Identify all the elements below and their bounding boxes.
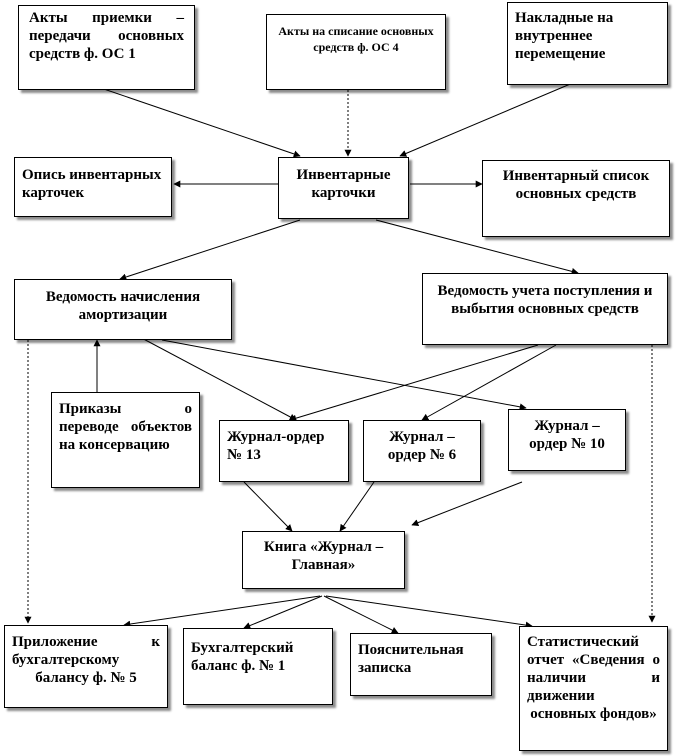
general-ledger-label: Книга «Журнал – Главная» (263, 539, 384, 573)
balance-sheet-box: Бухгалтерский баланс ф. № 1 (183, 628, 333, 705)
receipt-disposal-statement-box: Ведомость учета поступления и выбытия ос… (422, 273, 668, 345)
arrow-cards-to-depreciation (119, 219, 301, 281)
arrow-depreciation-to-jo10 (161, 339, 527, 411)
conservation-orders-label: Приказы о переводе объектов на консервац… (59, 401, 192, 453)
conservation-orders-box: Приказы о переводе объектов на консервац… (51, 392, 200, 488)
journal-order-10-label: Журнал – ордер № 10 (529, 418, 605, 452)
balance-appendix-label: Приложение к бухгалтерскому балансу ф. №… (12, 634, 160, 686)
invoices-internal-label: Накладные на внутреннее перемещение (515, 10, 614, 62)
arrow-depreciation-to-jo13 (135, 334, 297, 421)
inventory-cards-label: Инвентарные карточки (296, 167, 391, 201)
journal-order-13-box: Журнал-ордер № 13 (219, 420, 349, 482)
inventory-list-box: Инвентарный список основных средств (482, 160, 670, 237)
arrow-cards-to-receipt (375, 219, 579, 275)
arrow-ledger-to-note (323, 595, 399, 634)
arrow-ledger-to-balance (243, 595, 323, 629)
invoices-internal-box: Накладные на внутреннее перемещение (507, 2, 668, 85)
inventory-list-label: Инвентарный список основных средств (502, 168, 650, 202)
journal-order-10-box: Журнал – ордер № 10 (508, 409, 626, 471)
arrow-receipt-to-jo6 (421, 344, 557, 421)
statistical-report-box: Статистический отчет «Сведения о наличии… (519, 626, 668, 751)
arrow-jo13-to-ledger (243, 481, 293, 532)
depreciation-statement-label: Ведомость начисления амортизации (45, 289, 201, 323)
statistical-report-label: Статистический отчет «Сведения о наличии… (527, 634, 660, 722)
depreciation-statement-box: Ведомость начисления амортизации (14, 279, 232, 340)
acts-writeoff-box: Акты на списание основных средств ф. ОС … (266, 14, 446, 90)
inventory-cards-box: Инвентарные карточки (278, 157, 409, 219)
arrow-jo6-to-ledger (339, 481, 375, 532)
journal-order-6-box: Журнал – ордер № 6 (363, 420, 481, 482)
explanatory-note-box: Пояснительная записка (350, 633, 492, 696)
balance-sheet-label: Бухгалтерский баланс ф. № 1 (191, 640, 294, 674)
journal-order-13-label: Журнал-ордер № 13 (227, 429, 325, 463)
general-ledger-box: Книга «Журнал – Главная» (242, 531, 405, 589)
arrow-receipt-to-jo13 (289, 344, 539, 422)
arrow-invoices-to-cards (399, 81, 576, 157)
journal-order-6-label: Журнал – ордер № 6 (387, 429, 457, 463)
acts-writeoff-label: Акты на списание основных средств ф. ОС … (278, 24, 434, 54)
balance-appendix-box: Приложение к бухгалтерскому балансу ф. №… (4, 625, 168, 708)
acts-transfer-box: Акты приемки – передачи основных средств… (18, 5, 195, 90)
inventory-cards-register-label: Опись инвентарных карточек (22, 167, 162, 201)
arrow-jo10-to-ledger (411, 481, 523, 526)
arrow-acts-transfer-to-cards (94, 85, 301, 158)
inventory-cards-register-box: Опись инвентарных карточек (14, 157, 172, 217)
explanatory-note-label: Пояснительная записка (358, 642, 464, 676)
acts-transfer-label: Акты приемки – передачи основных средств… (29, 10, 184, 62)
arrow-ledger-to-statistical (325, 595, 533, 629)
arrow-ledger-to-appendix (123, 595, 321, 628)
receipt-disposal-statement-label: Ведомость учета поступления и выбытия ос… (437, 283, 653, 317)
